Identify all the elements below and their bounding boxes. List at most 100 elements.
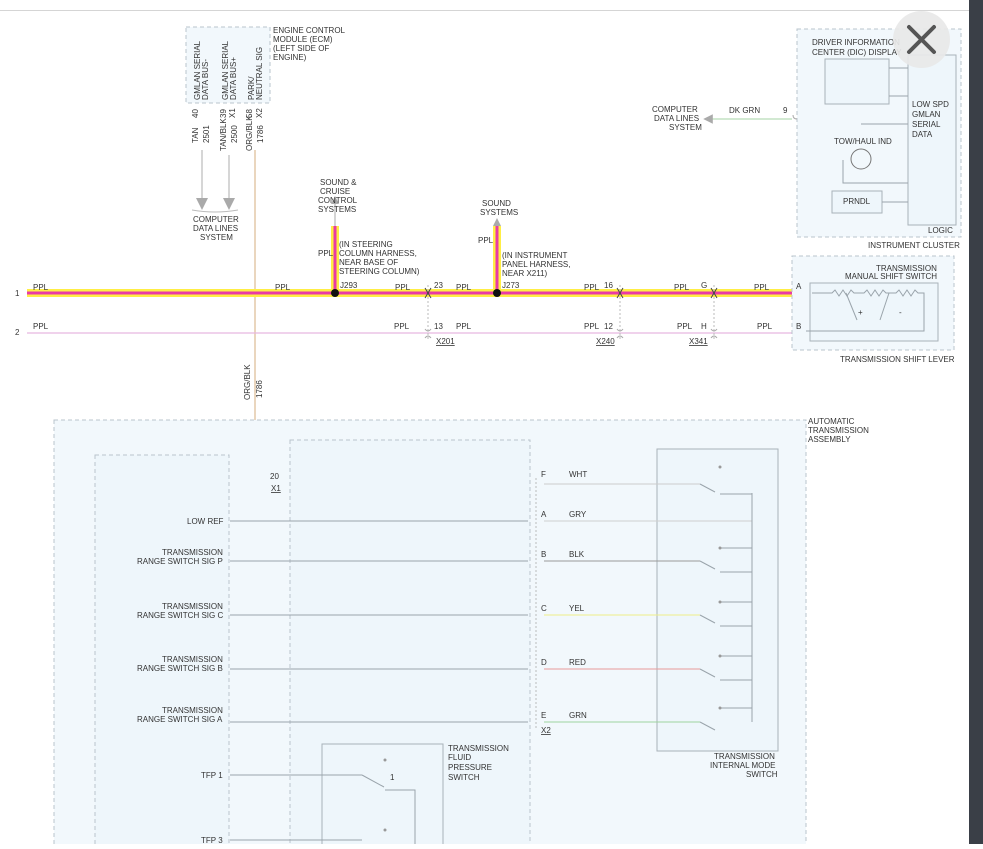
connector-x341: G H X341 bbox=[689, 281, 718, 346]
svg-text:1786: 1786 bbox=[256, 125, 265, 143]
svg-text:SOUND &: SOUND & bbox=[320, 178, 357, 187]
logic-block bbox=[907, 54, 957, 226]
svg-text:MANUAL SHIFT SWITCH: MANUAL SHIFT SWITCH bbox=[845, 272, 937, 281]
svg-text:A: A bbox=[796, 282, 802, 291]
close-button[interactable] bbox=[893, 11, 950, 68]
orgblk-circuit: 1786 bbox=[255, 380, 264, 398]
svg-text:J293: J293 bbox=[340, 281, 358, 290]
svg-text:CRUISE: CRUISE bbox=[320, 187, 350, 196]
svg-text:BLK: BLK bbox=[569, 550, 585, 559]
svg-text:CENTER (DIC) DISPLAY: CENTER (DIC) DISPLAY bbox=[812, 48, 902, 57]
svg-text:F: F bbox=[541, 470, 546, 479]
shift-switch-resistors bbox=[806, 289, 925, 332]
svg-text:SERIAL: SERIAL bbox=[912, 120, 941, 129]
svg-text:FLUID: FLUID bbox=[448, 753, 471, 762]
svg-text:PPL: PPL bbox=[275, 283, 291, 292]
svg-text:SYSTEMS: SYSTEMS bbox=[480, 208, 518, 217]
svg-text:H: H bbox=[701, 322, 707, 331]
svg-text:PARK/: PARK/ bbox=[247, 76, 256, 100]
internal-mode-switch-label: TRANSMISSION INTERNAL MODE SWITCH bbox=[710, 752, 778, 779]
tow-haul-icon bbox=[850, 148, 872, 170]
svg-text:GMLAN: GMLAN bbox=[912, 110, 941, 119]
control-module-box bbox=[94, 454, 230, 849]
svg-text:40: 40 bbox=[191, 109, 200, 118]
svg-text:A: A bbox=[541, 510, 547, 519]
svg-text:(IN INSTRUMENT: (IN INSTRUMENT bbox=[502, 251, 567, 260]
svg-text:X341: X341 bbox=[689, 337, 708, 346]
svg-text:DATA LINES: DATA LINES bbox=[654, 114, 699, 123]
svg-text:GRN: GRN bbox=[569, 711, 587, 720]
svg-text:RANGE SWITCH SIG P: RANGE SWITCH SIG P bbox=[137, 557, 223, 566]
tfp-switch-box bbox=[321, 743, 444, 849]
svg-text:SOUND: SOUND bbox=[482, 199, 511, 208]
svg-text:CONTROL: CONTROL bbox=[318, 196, 358, 205]
svg-text:LOW SPD: LOW SPD bbox=[912, 100, 949, 109]
svg-text:TRANSMISSION: TRANSMISSION bbox=[714, 752, 775, 761]
svg-text:GMLAN SERIAL: GMLAN SERIAL bbox=[193, 40, 202, 100]
scrollbar-track[interactable] bbox=[969, 0, 983, 844]
svg-text:ASSEMBLY: ASSEMBLY bbox=[808, 435, 851, 444]
svg-text:YEL: YEL bbox=[569, 604, 585, 613]
svg-text:PPL: PPL bbox=[757, 322, 773, 331]
svg-text:RANGE SWITCH SIG C: RANGE SWITCH SIG C bbox=[137, 611, 223, 620]
svg-text:B: B bbox=[541, 550, 546, 559]
svg-text:PPL: PPL bbox=[674, 283, 690, 292]
svg-text:SWITCH: SWITCH bbox=[448, 773, 480, 782]
cluster-internal-wires bbox=[792, 67, 908, 203]
svg-text:TRANSMISSION: TRANSMISSION bbox=[876, 264, 937, 273]
sound-systems-label: SOUND SYSTEMS PPL (IN INSTRUMENT PANEL H… bbox=[478, 199, 570, 290]
svg-text:COMPUTER: COMPUTER bbox=[193, 215, 239, 224]
svg-text:TRANSMISSION: TRANSMISSION bbox=[162, 706, 223, 715]
svg-text:TAN: TAN bbox=[191, 127, 200, 143]
connector-x201: 23 13 X201 bbox=[424, 281, 455, 346]
svg-text:DATA BUS-: DATA BUS- bbox=[201, 59, 210, 100]
circuit1-line bbox=[27, 196, 806, 297]
tfp-lines bbox=[230, 758, 416, 849]
svg-text:PPL: PPL bbox=[584, 322, 600, 331]
svg-text:(LEFT SIDE OF: (LEFT SIDE OF bbox=[273, 44, 329, 53]
svg-text:INTERNAL MODE: INTERNAL MODE bbox=[710, 761, 776, 770]
svg-text:TRANSMISSION: TRANSMISSION bbox=[162, 602, 223, 611]
svg-text:TOW/HAUL IND: TOW/HAUL IND bbox=[834, 137, 892, 146]
svg-text:PPL: PPL bbox=[584, 283, 600, 292]
svg-text:PPL: PPL bbox=[677, 322, 693, 331]
svg-text:PPL: PPL bbox=[33, 322, 49, 331]
svg-text:LOGIC: LOGIC bbox=[928, 226, 953, 235]
svg-text:(IN STEERING: (IN STEERING bbox=[339, 240, 393, 249]
svg-text:SYSTEMS: SYSTEMS bbox=[318, 205, 356, 214]
x2-label: X2 bbox=[541, 726, 551, 735]
svg-text:ORG/BLK: ORG/BLK bbox=[245, 115, 254, 151]
orgblk-color: ORG/BLK bbox=[243, 364, 252, 400]
svg-text:PPL: PPL bbox=[394, 322, 410, 331]
cluster-labels: DRIVER INFORMATION CENTER (DIC) DISPLAY … bbox=[652, 38, 960, 250]
svg-text:TRANSMISSION: TRANSMISSION bbox=[162, 655, 223, 664]
svg-text:PPL: PPL bbox=[395, 283, 411, 292]
close-icon bbox=[907, 25, 936, 54]
x1-label: X1 bbox=[271, 484, 281, 493]
internal-mode-switch-box bbox=[656, 448, 779, 752]
svg-text:-: - bbox=[899, 308, 902, 317]
ecm-pin-labels: GMLAN SERIAL DATA BUS- GMLAN SERIAL DATA… bbox=[191, 40, 265, 151]
svg-text:+: + bbox=[858, 308, 863, 317]
connector-x240: 16 12 X240 bbox=[596, 281, 624, 346]
ecm-data-lines-label: COMPUTER DATA LINES SYSTEM bbox=[193, 215, 239, 242]
svg-text:SYSTEM: SYSTEM bbox=[200, 233, 233, 242]
svg-text:MODULE (ECM): MODULE (ECM) bbox=[273, 35, 333, 44]
svg-text:X1: X1 bbox=[228, 108, 237, 118]
svg-text:PPL: PPL bbox=[33, 283, 49, 292]
assembly-title: AUTOMATIC TRANSMISSION ASSEMBLY bbox=[808, 417, 869, 444]
svg-text:X201: X201 bbox=[436, 337, 455, 346]
svg-text:ENGINE): ENGINE) bbox=[273, 53, 307, 62]
svg-text:COMPUTER: COMPUTER bbox=[652, 105, 698, 114]
signal-labels: LOW REF TRANSMISSION RANGE SWITCH SIG P … bbox=[137, 470, 587, 724]
dic-display bbox=[824, 58, 890, 105]
svg-text:GRY: GRY bbox=[569, 510, 587, 519]
circuit1-wire-labels: PPL PPL PPL PPL PPL PPL PPL bbox=[33, 283, 770, 292]
svg-text:INSTRUMENT CLUSTER: INSTRUMENT CLUSTER bbox=[868, 241, 960, 250]
svg-text:PPL: PPL bbox=[456, 283, 472, 292]
svg-text:PRNDL: PRNDL bbox=[843, 197, 871, 206]
svg-text:X2: X2 bbox=[255, 108, 264, 118]
svg-text:TRANSMISSION SHIFT LEVER: TRANSMISSION SHIFT LEVER bbox=[840, 355, 955, 364]
svg-text:NEAR X211): NEAR X211) bbox=[502, 269, 548, 278]
